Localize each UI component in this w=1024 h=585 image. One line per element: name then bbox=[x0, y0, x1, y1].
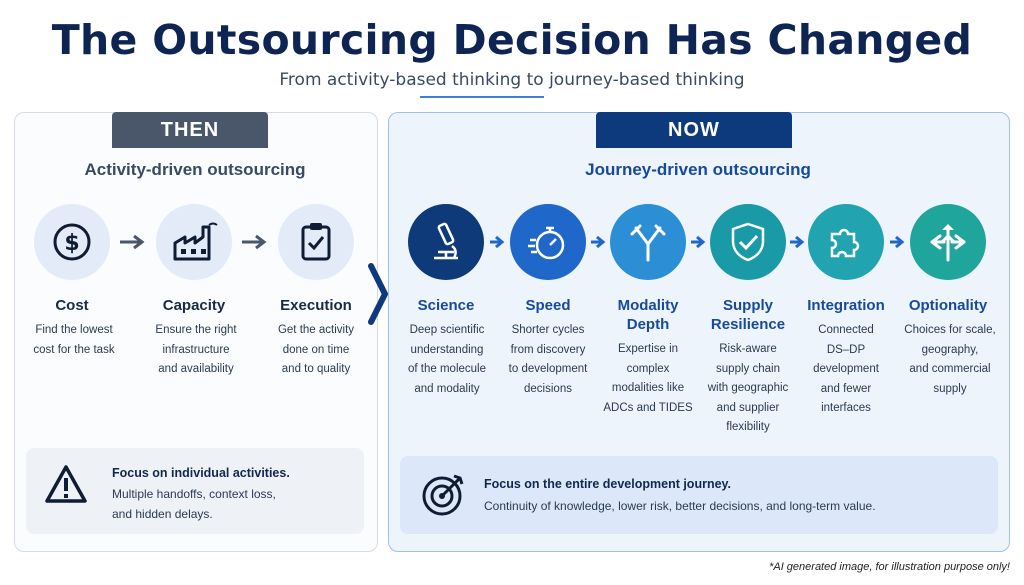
then-callout-title: Focus on individual activities. bbox=[112, 466, 290, 480]
split-arrows-icon bbox=[910, 204, 986, 280]
subtitle-underline bbox=[420, 96, 544, 98]
then-item-label: Cost bbox=[55, 297, 89, 314]
dollar-icon: $ bbox=[34, 204, 110, 280]
arrow-right-icon bbox=[242, 234, 267, 250]
then-callout-text: Multiple handoffs, context loss,and hidd… bbox=[112, 487, 276, 521]
page-title: The Outsourcing Decision Has Changed bbox=[51, 16, 973, 64]
footnote: *AI generated image, for illustration pu… bbox=[769, 561, 1010, 573]
now-item-label: Optionality bbox=[908, 297, 988, 314]
target-icon bbox=[422, 474, 464, 516]
now-callout-title: Focus on the entire development journey. bbox=[484, 477, 732, 491]
then-tab: THEN bbox=[112, 112, 268, 148]
clipboard-check-icon bbox=[278, 204, 354, 280]
then-item-label: Execution bbox=[280, 297, 352, 314]
microscope-icon bbox=[408, 204, 484, 280]
arrow-right-icon bbox=[691, 235, 706, 249]
warning-icon bbox=[45, 465, 87, 503]
now-heading: Journey-driven outsourcing bbox=[585, 160, 811, 179]
arrow-right-icon bbox=[120, 234, 145, 250]
arrow-right-icon bbox=[890, 235, 905, 249]
puzzle-icon bbox=[808, 204, 884, 280]
then-callout bbox=[26, 448, 364, 534]
now-item-label: Science bbox=[417, 297, 475, 314]
now-item-label: Speed bbox=[525, 297, 571, 314]
now-callout bbox=[400, 456, 998, 534]
arrow-right-icon bbox=[790, 235, 805, 249]
now-item-label: Integration bbox=[807, 297, 885, 314]
now-item-desc: Choices for scale,geography,and commerci… bbox=[904, 324, 996, 395]
then-item-label: Capacity bbox=[162, 297, 226, 314]
now-callout-text: Continuity of knowledge, lower risk, bet… bbox=[484, 499, 876, 513]
arrow-right-icon bbox=[591, 235, 606, 249]
shield-check-icon bbox=[710, 204, 786, 280]
antibody-icon bbox=[610, 204, 686, 280]
stopwatch-icon bbox=[510, 204, 586, 280]
then-heading: Activity-driven outsourcing bbox=[84, 160, 306, 179]
svg-text:$: $ bbox=[64, 231, 79, 256]
now-tab: NOW bbox=[596, 112, 792, 148]
chevron-right-icon bbox=[368, 263, 388, 325]
factory-icon bbox=[156, 204, 232, 280]
page-subtitle: From activity-based thinking to journey-… bbox=[279, 70, 745, 90]
arrow-right-icon bbox=[490, 235, 505, 249]
